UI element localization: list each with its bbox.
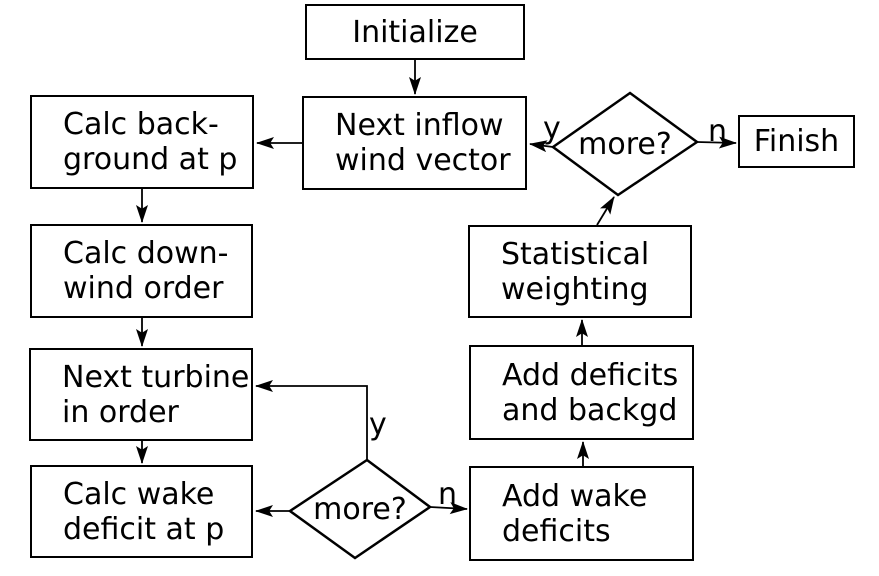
node-calc-wake: Calc wake deficit at p	[30, 465, 253, 558]
node-initialize-label: Initialize	[352, 14, 478, 50]
node-finish: Finish	[738, 115, 855, 168]
node-add-wake: Add wake deficits	[469, 466, 694, 561]
decision-more-top-shape	[550, 91, 700, 197]
node-next-inflow: Next inflow wind vector	[302, 96, 527, 190]
decision-more-top-label: more?	[553, 93, 697, 195]
node-calc-wake-label: Calc wake deficit at p	[63, 476, 225, 547]
decision-more-bottom-label: more?	[290, 460, 430, 558]
branch-label-more-top-yes: y	[543, 111, 561, 146]
node-next-inflow-label: Next inflow wind vector	[335, 108, 511, 178]
node-add-wake-label: Add wake deficits	[502, 478, 648, 549]
node-add-deficits-label: Add deficits and backgd	[502, 357, 679, 428]
edge-more-bottom-to-next-turbine	[255, 380, 368, 460]
edge-more-bottom-to-add-wake	[429, 502, 468, 515]
node-next-turbine-label: Next turbine in order	[62, 359, 250, 430]
decision-more-top-text: more?	[578, 126, 672, 162]
edge-more-top-to-next-inflow	[529, 140, 554, 153]
node-calc-downwind-label: Calc down- wind order	[63, 236, 229, 306]
branch-label-more-top-no: n	[708, 114, 728, 149]
node-calc-background: Calc back- ground at p	[30, 95, 254, 189]
branch-label-more-bottom-no: n	[438, 477, 458, 512]
node-initialize: Initialize	[305, 4, 525, 60]
branch-label-more-bottom-yes: y	[369, 407, 387, 442]
node-calc-background-label: Calc back- ground at p	[63, 107, 238, 177]
node-calc-downwind: Calc down- wind order	[30, 224, 253, 318]
edge-more-top-to-finish	[696, 136, 737, 149]
node-finish-label: Finish	[753, 124, 840, 159]
node-statistical-weighting-label: Statistical weighting	[501, 236, 650, 307]
decision-more-bottom-text: more?	[313, 491, 407, 527]
node-next-turbine: Next turbine in order	[29, 348, 253, 441]
decision-more-bottom-shape	[287, 458, 433, 560]
edge-statistical-to-more-top	[596, 196, 615, 226]
node-add-deficits: Add deficits and backgd	[469, 345, 694, 440]
node-statistical-weighting: Statistical weighting	[468, 225, 692, 318]
